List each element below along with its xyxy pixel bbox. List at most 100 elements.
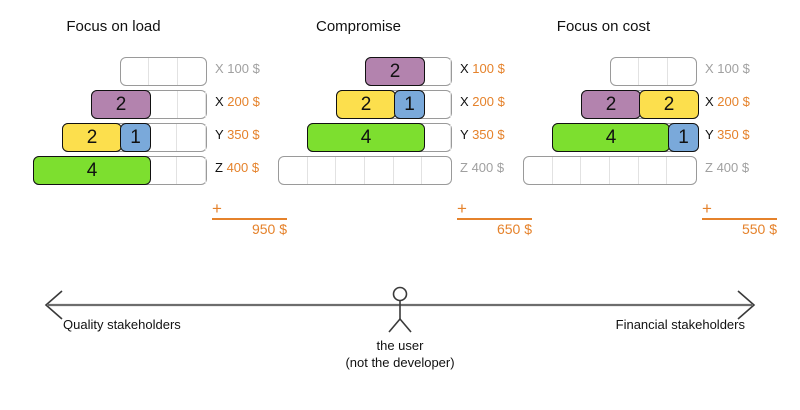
capacity-bar[interactable]: 2 bbox=[365, 57, 452, 86]
row-key: Z bbox=[460, 160, 468, 175]
feature-block-green[interactable]: 4 bbox=[552, 123, 670, 152]
capacity-cell[interactable] bbox=[177, 124, 206, 151]
row-label: Z 400 $ bbox=[705, 160, 749, 175]
feature-block-purple[interactable]: 2 bbox=[91, 90, 151, 119]
row-label: Z 400 $ bbox=[460, 160, 504, 175]
feature-block-yellow[interactable]: 2 bbox=[62, 123, 122, 152]
plus-icon: + bbox=[457, 199, 467, 218]
total-amount: 650 $ bbox=[496, 221, 532, 237]
capacity-bar[interactable]: 4 bbox=[307, 123, 452, 152]
row-cost: 400 $ bbox=[471, 160, 505, 175]
capacity-cell[interactable] bbox=[524, 157, 553, 184]
feature-block-purple[interactable]: 2 bbox=[581, 90, 641, 119]
row-key: Y bbox=[705, 127, 714, 142]
row-cost: 100 $ bbox=[472, 61, 505, 76]
capacity-cell[interactable] bbox=[149, 58, 178, 85]
capacity-bar[interactable] bbox=[610, 57, 697, 86]
capacity-cell[interactable] bbox=[308, 157, 337, 184]
feature-block-green[interactable]: 4 bbox=[33, 156, 151, 185]
sum-rule bbox=[457, 218, 532, 220]
capacity-cell[interactable] bbox=[581, 157, 611, 184]
row-cost: 100 $ bbox=[227, 61, 260, 76]
row-cost: 400 $ bbox=[226, 160, 260, 175]
row-label: Y 350 $ bbox=[705, 127, 750, 142]
capacity-cell[interactable] bbox=[423, 58, 451, 85]
row-label: X 200 $ bbox=[460, 94, 505, 109]
feature-block-green[interactable]: 4 bbox=[307, 123, 425, 152]
capacity-cell[interactable] bbox=[610, 157, 639, 184]
row-key: Z bbox=[215, 160, 223, 175]
row-key: X bbox=[215, 61, 224, 76]
feature-block-purple[interactable]: 2 bbox=[365, 57, 425, 86]
capacity-cell[interactable] bbox=[178, 58, 206, 85]
capacity-cell[interactable] bbox=[422, 157, 451, 184]
row-label: Y 350 $ bbox=[215, 127, 260, 142]
axis-label-right: Financial stakeholders bbox=[615, 317, 745, 332]
capacity-cell[interactable] bbox=[178, 91, 206, 118]
row-label: Z 400 $ bbox=[215, 160, 259, 175]
feature-block-blue[interactable]: 1 bbox=[120, 123, 151, 152]
capacity-cell[interactable] bbox=[365, 157, 394, 184]
total-amount: 550 $ bbox=[741, 221, 777, 237]
capacity-cell[interactable] bbox=[279, 157, 308, 184]
row-key: Y bbox=[460, 127, 469, 142]
row-key: X bbox=[460, 94, 469, 109]
capacity-cell[interactable] bbox=[639, 58, 668, 85]
capacity-cell[interactable] bbox=[394, 157, 423, 184]
capacity-cell[interactable] bbox=[336, 157, 366, 184]
scenario-title: Focus on load bbox=[66, 18, 161, 35]
axis-label-left: Quality stakeholders bbox=[63, 317, 181, 332]
feature-block-blue[interactable]: 1 bbox=[668, 123, 699, 152]
row-label: X 100 $ bbox=[215, 61, 260, 76]
row-cost: 350 $ bbox=[472, 127, 505, 142]
capacity-cell[interactable] bbox=[422, 124, 451, 151]
arrow-right-icon bbox=[737, 290, 756, 320]
actor-name: the user bbox=[376, 338, 424, 353]
stick-figure-icon bbox=[388, 286, 412, 333]
row-cost: 100 $ bbox=[717, 61, 750, 76]
capacity-cell[interactable] bbox=[149, 91, 178, 118]
stakeholder-axis: Quality stakeholders Financial stakehold… bbox=[0, 275, 800, 410]
total-amount: 950 $ bbox=[251, 221, 287, 237]
row-cost: 200 $ bbox=[472, 94, 505, 109]
row-key: Y bbox=[215, 127, 224, 142]
capacity-cell[interactable] bbox=[423, 91, 451, 118]
capacity-bar[interactable] bbox=[278, 156, 452, 185]
row-key: X bbox=[215, 94, 224, 109]
plus-icon: + bbox=[212, 199, 222, 218]
feature-block-yellow[interactable]: 2 bbox=[639, 90, 699, 119]
sum-rule bbox=[212, 218, 287, 220]
row-cost: 200 $ bbox=[227, 94, 260, 109]
row-key: X bbox=[705, 94, 714, 109]
capacity-cell[interactable] bbox=[667, 157, 696, 184]
row-label: X 100 $ bbox=[705, 61, 750, 76]
capacity-cell[interactable] bbox=[668, 58, 696, 85]
capacity-bar[interactable] bbox=[120, 57, 207, 86]
capacity-bar[interactable] bbox=[523, 156, 697, 185]
row-cost: 400 $ bbox=[716, 160, 750, 175]
capacity-cell[interactable] bbox=[611, 58, 640, 85]
feature-block-blue[interactable]: 1 bbox=[394, 90, 425, 119]
capacity-cell[interactable] bbox=[177, 157, 207, 184]
capacity-cell[interactable] bbox=[149, 157, 178, 184]
feature-block-yellow[interactable]: 2 bbox=[336, 90, 396, 119]
capacity-cell[interactable] bbox=[149, 124, 178, 151]
actor-note: (not the developer) bbox=[345, 355, 455, 370]
row-key: Z bbox=[705, 160, 713, 175]
axis-graphic bbox=[44, 286, 756, 333]
actor-caption: the user (not the developer) bbox=[0, 337, 800, 371]
row-label: X 200 $ bbox=[705, 94, 750, 109]
capacity-cell[interactable] bbox=[639, 157, 668, 184]
row-cost: 350 $ bbox=[717, 127, 750, 142]
capacity-bar[interactable]: 4 bbox=[33, 156, 207, 185]
row-label: X 100 $ bbox=[460, 61, 505, 76]
plus-icon: + bbox=[702, 199, 712, 218]
capacity-cell[interactable] bbox=[121, 58, 150, 85]
capacity-bar[interactable]: 2 bbox=[91, 90, 207, 119]
capacity-cell[interactable] bbox=[553, 157, 582, 184]
